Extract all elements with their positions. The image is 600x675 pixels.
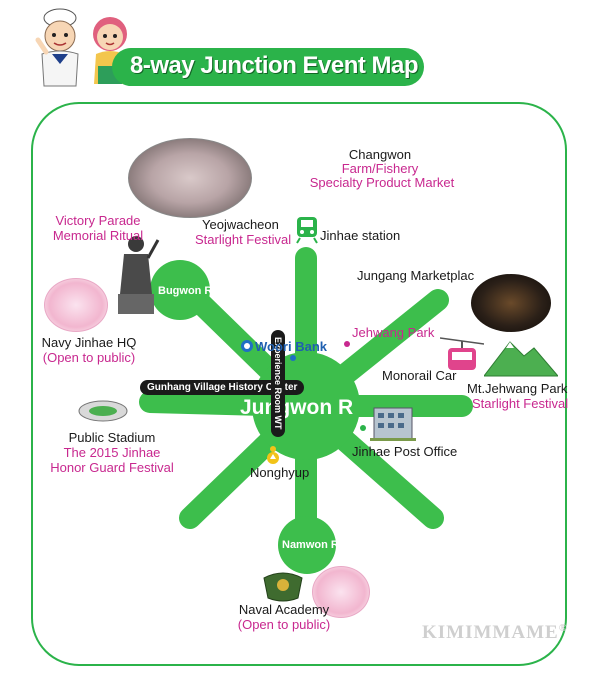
navy-emblem-icon [262,568,304,604]
mountain-icon [482,336,560,380]
navy-hq-label: Navy Jinhae HQ [41,335,137,350]
post-office-building-icon [370,404,416,442]
public-stadium-event-1: The 2015 Jinhae [63,445,161,460]
title-banner [112,48,424,86]
dot-post [360,425,366,431]
jehwang-park-label: Jehwang Park [352,325,435,340]
public-stadium-label: Public Stadium [68,430,156,445]
namwon-node [278,516,336,574]
victory-parade-label-2: Memorial Ritual [52,228,144,243]
changwon-label-1: Changwon [348,147,412,162]
woori-bank-label: Woori Bank [255,339,327,354]
dot-nonghyup [270,446,276,452]
yeojwacheon-label: Yeojwacheon [202,217,279,232]
changwon-label-2: Farm/Fishery [341,161,419,176]
sailor-mascot-icon [34,6,86,92]
warrior-statue-icon [108,232,160,318]
mt-jehwang-label: Mt.Jehwang Park [467,381,568,396]
stadium-icon [78,400,128,422]
mt-jehwang-event: Starlight Festival [472,396,569,411]
jinhae-station-label: Jinhae station [320,228,401,243]
page-title: 8-way Junction Event Map [130,52,419,79]
bugwon-node [150,260,210,320]
monorail-label: Monorail Car [382,368,457,383]
cherry-blossom-photo-academy [312,566,370,618]
night-lights-photo-jungang [471,274,551,332]
victory-parade-label-1: Victory Parade [55,213,141,228]
yeojwacheon-event: Starlight Festival [195,232,292,247]
cable-car-icon [439,334,485,374]
changwon-label-3: Specialty Product Market [309,175,455,190]
public-stadium-event-2: Honor Guard Festival [50,460,174,475]
jungang-label: Jungang Marketplac [357,268,475,283]
gunhang-tag: Gunhang Village History Center [140,380,305,395]
woori-bank-logo-icon [240,339,254,353]
bugwon-label: Bugwon R [158,285,213,297]
cherry-blossom-icon [44,278,108,332]
hub-label: Jungwon R [240,396,354,419]
dot-jehwang [344,341,350,347]
train-icon [295,216,319,244]
naval-academy-label: Naval Academy [238,602,330,617]
watermark: KIMIMMAME® [422,622,568,643]
namwon-label: Namwon R [282,539,339,551]
dot-woori [290,355,296,361]
nonghyup-logo-icon [266,451,280,465]
cherry-blossom-photo-yeojwacheon [128,138,252,218]
navy-hq-note: (Open to public) [42,350,136,365]
nonghyup-label: Nonghyup [250,465,310,480]
post-office-label: Jinhae Post Office [352,444,458,459]
naval-academy-note: (Open to public) [237,617,331,632]
